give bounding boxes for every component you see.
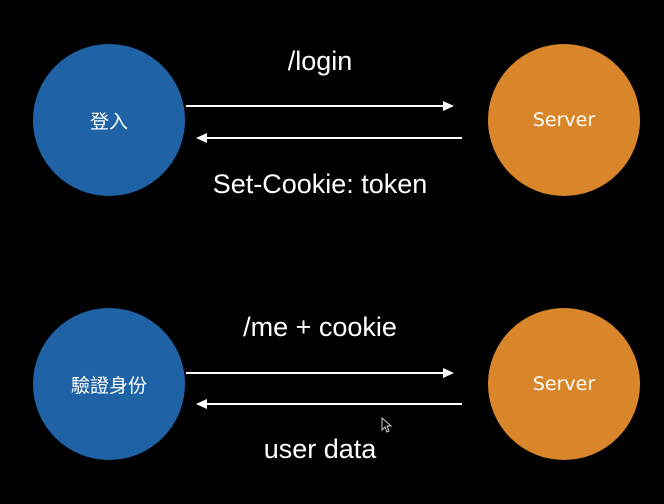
login-server-circle: Server [488,44,640,196]
login-response-label: Set-Cookie: token [212,169,428,199]
verify-response-arrow [196,399,462,409]
verify-response-label: user data [263,434,377,464]
verify-client-circle: 驗證身份 [33,308,185,460]
verify-client-label: 驗證身份 [70,374,147,397]
verify-request-arrow [186,368,454,378]
verify-request-label: /me + cookie [243,312,397,342]
login-request-label: /login [287,46,353,76]
login-client-label: 登入 [89,110,128,133]
mouse-cursor-icon [381,416,393,433]
verify-server-label: Server [532,373,596,395]
verify-server-circle: Server [488,308,640,460]
login-request-arrow [186,101,454,111]
login-response-arrow [196,133,462,143]
login-server-label: Server [532,109,596,131]
login-client-circle: 登入 [33,44,185,196]
